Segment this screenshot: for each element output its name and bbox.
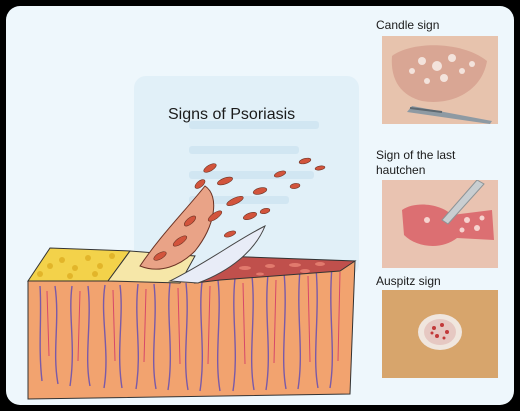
last-hautchen-label-line1: Sign of the last — [376, 148, 456, 162]
auspitz-sign-label: Auspitz sign — [376, 274, 441, 288]
candle-sign-label: Candle sign — [376, 18, 440, 32]
diagram-title: Signs of Psoriasis — [168, 106, 296, 123]
auspitz-sign-photo — [382, 290, 498, 378]
diagram-card: Signs of Psoriasis — [6, 6, 514, 405]
skin-cross-section-illustration — [27, 157, 357, 400]
candle-sign-photo — [382, 36, 498, 124]
last-hautchen-sign-label: Sign of the last hautchen — [376, 148, 455, 178]
last-hautchen-label-line2: hautchen — [376, 163, 426, 177]
last-hautchen-sign-photo — [382, 180, 498, 268]
